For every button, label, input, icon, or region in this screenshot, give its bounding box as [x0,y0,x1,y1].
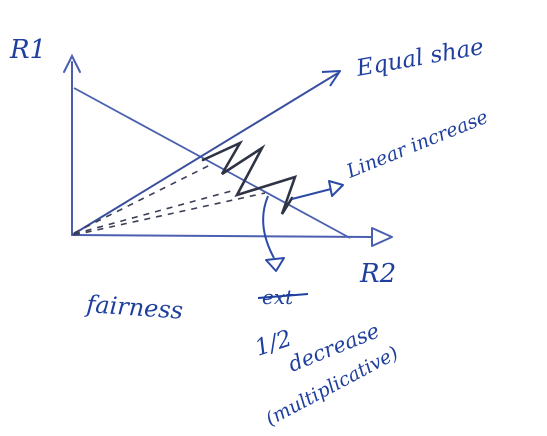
x-axis-label: R2 [359,259,396,289]
x-axis-arrow-icon [371,227,393,247]
strikethrough-line [257,293,309,299]
efficiency-line [73,87,351,239]
aimd-trajectory [201,140,298,215]
dashed-line-1 [73,164,211,234]
equal-share-line [71,72,339,236]
linear-increase-label: Linear increase [343,106,491,183]
decrease-arrow-icon [265,257,285,272]
struck-word: ext [257,285,309,309]
y-axis-arrow-icon [63,53,81,73]
linear-increase-arrow-icon [328,180,344,197]
fairness-label: fairness [84,290,184,325]
y-axis-label: R1 [9,35,46,65]
decrease-pointer-icon [262,195,275,259]
x-axis [71,234,373,238]
equal-share-label: Equal shae [354,34,486,82]
dashed-line-3 [73,192,266,236]
dashed-line-2 [73,189,236,235]
equal-share-arrow-icon [321,70,341,87]
linear-increase-pointer-icon [291,188,332,200]
